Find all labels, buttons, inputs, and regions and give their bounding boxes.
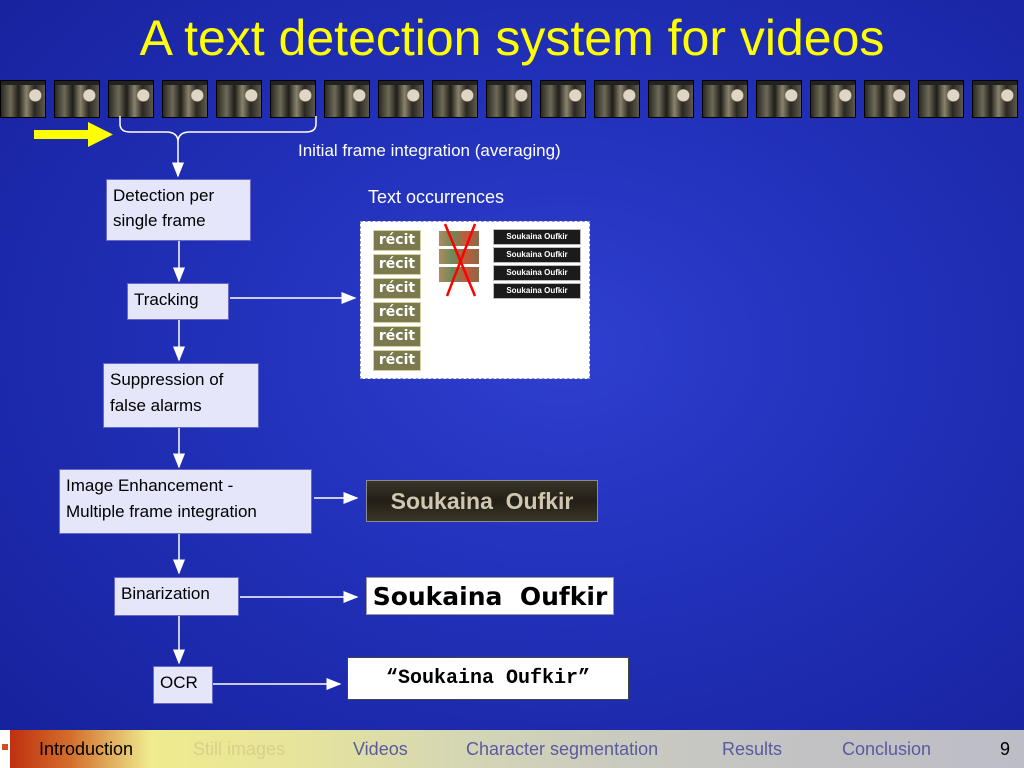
- enhancement-step-line-2: Multiple frame integration: [66, 502, 257, 521]
- detection-step-line-1: Detection per: [113, 186, 215, 205]
- ocr-result: “Soukaina Oufkir”: [347, 657, 629, 700]
- enhancement-step-box: Image Enhancement - Multiple frame integ…: [59, 469, 312, 534]
- video-frame: [216, 80, 262, 118]
- false-alarm-occurrence: [439, 267, 479, 282]
- enhanced-text-image: Soukaina Oufkir: [366, 480, 598, 522]
- slide-title: A text detection system for videos: [139, 10, 885, 66]
- recit-occurrence: récit: [373, 230, 421, 251]
- soukaina-occurrence: Soukaina Oufkir: [493, 283, 581, 299]
- video-frame: [162, 80, 208, 118]
- video-frame: [864, 80, 910, 118]
- text-occurrences-panel: récit récit récit récit récit récit Souk…: [360, 221, 590, 379]
- suppression-step-box: Suppression of false alarms: [103, 363, 259, 428]
- recit-occurrence: récit: [373, 302, 421, 323]
- binarized-text-image: Soukaina Oufkir: [366, 577, 614, 615]
- video-frame: [540, 80, 586, 118]
- tracking-step-label: Tracking: [134, 290, 199, 309]
- detection-step-box: Detection per single frame: [106, 179, 251, 241]
- nav-conclusion[interactable]: Conclusion: [842, 739, 932, 759]
- nav-marker-icon: [2, 744, 8, 750]
- binarization-step-box: Binarization: [114, 577, 239, 616]
- nav-introduction[interactable]: Introduction: [39, 739, 134, 759]
- video-frame: [486, 80, 532, 118]
- video-frame: [972, 80, 1018, 118]
- ocr-step-box: OCR: [153, 666, 213, 704]
- text-occurrences-label: Text occurrences: [368, 187, 505, 207]
- soukaina-occurrence: Soukaina Oufkir: [493, 229, 581, 245]
- soukaina-occurrence: Soukaina Oufkir: [493, 247, 581, 263]
- tracking-step-box: Tracking: [127, 283, 229, 320]
- frame-integration-label: Initial frame integration (averaging): [298, 141, 561, 160]
- integration-brace: [119, 116, 317, 143]
- nav-videos[interactable]: Videos: [353, 739, 408, 759]
- video-frame: [108, 80, 154, 118]
- video-frame: [324, 80, 370, 118]
- recit-occurrence: récit: [373, 254, 421, 275]
- soukaina-occurrence: Soukaina Oufkir: [493, 265, 581, 281]
- ocr-step-label: OCR: [160, 673, 198, 692]
- recit-occurrence: récit: [373, 326, 421, 347]
- video-frame: [702, 80, 748, 118]
- reject-cross-icon: [443, 223, 477, 297]
- enhancement-step-line-1: Image Enhancement -: [66, 476, 234, 495]
- video-frame: [378, 80, 424, 118]
- section-nav-bar: [10, 730, 1024, 768]
- binarization-step-label: Binarization: [121, 584, 210, 603]
- nav-character-segmentation[interactable]: Character segmentation: [466, 739, 659, 759]
- yellow-arrow-icon: [34, 122, 113, 147]
- recit-occurrence: récit: [373, 278, 421, 299]
- video-frame: [756, 80, 802, 118]
- recit-occurrence: récit: [373, 350, 421, 371]
- nav-still-images[interactable]: Still images: [193, 739, 286, 759]
- video-frame: [432, 80, 478, 118]
- suppression-step-line-2: false alarms: [110, 396, 202, 415]
- video-frame: [648, 80, 694, 118]
- suppression-step-line-1: Suppression of: [110, 370, 224, 389]
- video-frame: [270, 80, 316, 118]
- page-number: 9: [1000, 739, 1011, 759]
- video-frame: [810, 80, 856, 118]
- detection-step-line-2: single frame: [113, 211, 206, 230]
- video-frame: [594, 80, 640, 118]
- video-frame: [0, 80, 46, 118]
- nav-results[interactable]: Results: [722, 739, 783, 759]
- video-frame: [918, 80, 964, 118]
- video-frame: [54, 80, 100, 118]
